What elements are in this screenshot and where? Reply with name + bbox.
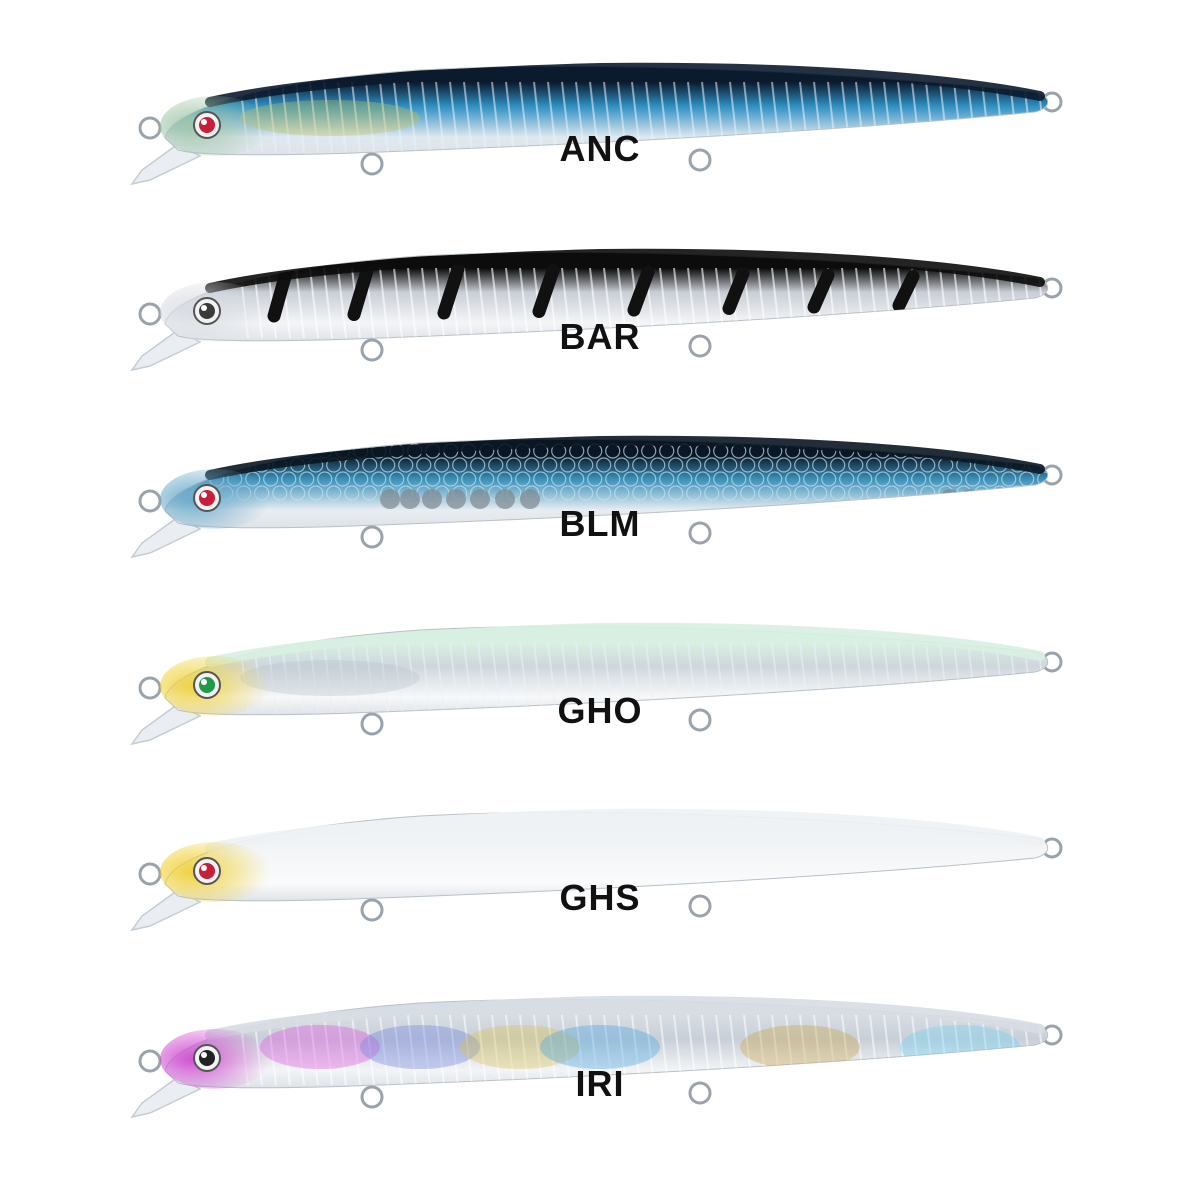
eye-highlight (201, 679, 207, 685)
lure-image (130, 248, 1063, 372)
lure-back-stripe (205, 808, 1045, 853)
eye-highlight (201, 305, 207, 311)
hook-ring (360, 338, 384, 362)
lure-row: IRI (0, 985, 1200, 1175)
lure-code-label: BAR (559, 316, 641, 357)
lure-row: GHO (0, 612, 1200, 802)
eye-highlight (201, 1052, 207, 1058)
hook-ring (360, 152, 384, 176)
hook-ring (360, 898, 384, 922)
lure-back-stripe (205, 622, 1045, 667)
lure-code-label: BLM (559, 503, 641, 544)
lure-image (130, 995, 1063, 1119)
hook-ring (688, 708, 712, 732)
line-tie-ring (138, 489, 162, 513)
lure-body (164, 811, 1049, 902)
line-tie-ring (138, 1049, 162, 1073)
lure-image (130, 808, 1063, 932)
hook-ring (360, 712, 384, 736)
eye-highlight (201, 119, 207, 125)
hook-ring (688, 334, 712, 358)
hook-ring (688, 521, 712, 545)
lure-row: BAR (0, 238, 1200, 428)
hook-ring (688, 148, 712, 172)
lure-back-stripe (205, 995, 1045, 1040)
hook-ring (688, 1081, 712, 1105)
lure-image (130, 435, 1063, 559)
line-tie-ring (138, 862, 162, 886)
lure-row: BLM (0, 425, 1200, 615)
lure-back-stripe (205, 62, 1045, 107)
lure-code-label: GHO (557, 690, 643, 731)
hook-ring (360, 1085, 384, 1109)
lure-code-label: GHS (559, 877, 641, 918)
hook-ring (360, 525, 384, 549)
eye-highlight (201, 865, 207, 871)
line-tie-ring (138, 302, 162, 326)
lure-image (130, 62, 1063, 186)
body-pattern (239, 641, 1047, 713)
line-tie-ring (138, 676, 162, 700)
lure-code-label: IRI (575, 1063, 625, 1104)
line-tie-ring (138, 116, 162, 140)
lure-back-stripe (205, 435, 1045, 480)
lure-back-stripe (205, 248, 1045, 293)
lure-row: ANC (0, 52, 1200, 242)
lure-image (130, 622, 1063, 746)
lure-code-label: ANC (559, 128, 641, 169)
hook-ring (688, 894, 712, 918)
eye-highlight (201, 492, 207, 498)
lure-row: GHS (0, 798, 1200, 988)
